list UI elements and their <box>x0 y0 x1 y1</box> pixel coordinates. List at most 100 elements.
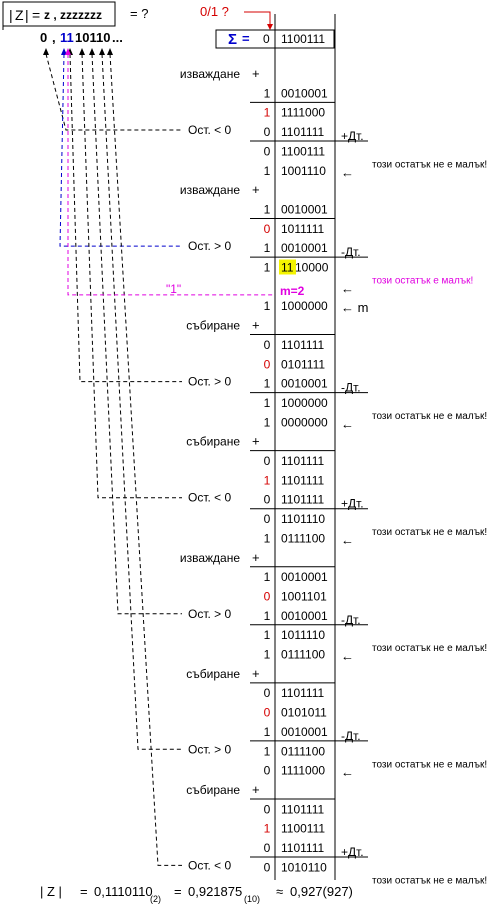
divisor-note: -Дт. <box>341 729 361 743</box>
operation-label: изваждане <box>180 551 240 565</box>
z-bar-left: | <box>9 7 13 23</box>
row-sign: 1 <box>264 570 271 584</box>
shift-arrow: ← <box>341 281 354 296</box>
divisor-note: -Дт. <box>341 613 361 627</box>
row-sign: 0 <box>264 841 271 855</box>
remainder-comment: този остатък не е малък! <box>372 527 487 538</box>
row-value: 0010001 <box>281 86 328 100</box>
link-arrowhead <box>43 48 49 55</box>
flag-arrow <box>244 11 271 26</box>
operation-label: изваждане <box>180 67 240 81</box>
row-sign: 0 <box>264 764 271 778</box>
row-value: 1101110 <box>281 512 325 526</box>
row-sign: 0 <box>264 706 271 720</box>
operation-plus: + <box>252 782 260 797</box>
link-arrowhead <box>107 48 113 55</box>
m-link <box>67 54 275 296</box>
row-value: 1001110 <box>281 164 326 178</box>
row-sign: 1 <box>264 725 271 739</box>
operation-label: събиране <box>186 667 240 681</box>
remainder-link <box>59 53 182 247</box>
remainder-label: Ост. > 0 <box>188 607 232 621</box>
flag-arrowhead <box>267 24 273 30</box>
row-value: 1011111 <box>281 222 324 236</box>
shift-arrow: ← m <box>341 300 368 315</box>
remainder-comment: този остатък не е малък! <box>372 159 487 170</box>
shift-arrow: ← <box>341 416 354 431</box>
operation-label: събиране <box>186 783 240 797</box>
row-value: 1001101 <box>281 589 327 603</box>
row-value: 1100111 <box>281 144 325 158</box>
z-box <box>2 1 116 27</box>
row-sign: 1 <box>264 609 271 623</box>
operation-plus: + <box>252 318 260 333</box>
row-value: 0111100 <box>281 648 325 662</box>
operation-plus: + <box>252 550 260 565</box>
row-sign: 1 <box>264 241 271 255</box>
row-sign: 1 <box>264 648 271 662</box>
footer-decimal-sub: (10) <box>244 894 260 904</box>
remainder-label: Ост. > 0 <box>188 375 232 389</box>
sigma-symbol: Σ <box>228 31 237 48</box>
row-sign: 1 <box>264 86 271 100</box>
shift-arrow: ← <box>341 649 354 664</box>
row-value: 1100111 <box>281 822 325 836</box>
operation-plus: + <box>252 66 260 81</box>
link-arrowhead <box>99 48 105 55</box>
row-value: 1010110 <box>281 860 327 874</box>
row-value: 1101111 <box>281 841 324 855</box>
row-value: 0010001 <box>281 725 328 739</box>
row-sign: 0 <box>264 454 271 468</box>
remainder-label: Ост. > 0 <box>188 239 232 253</box>
row-sign: 1 <box>264 261 271 275</box>
m-label: m=2 <box>280 284 305 298</box>
row-sign: 1 <box>264 415 271 429</box>
row-sign: 0 <box>264 802 271 816</box>
row-value: 0111100 <box>281 531 325 545</box>
row-sign: 0 <box>264 144 271 158</box>
text-layer: | Z | = z , zzzzzzz = ? 0/1 ? Σ = 0 1100… <box>9 4 353 904</box>
remainder-link <box>109 53 182 866</box>
operation-label: изваждане <box>180 183 240 197</box>
row-sign: 1 <box>264 473 271 487</box>
divisor-note: -Дт. <box>341 381 361 395</box>
footer-lhs: | Z | <box>40 884 62 899</box>
row-sign: 0 <box>264 512 271 526</box>
remainder-link <box>69 53 182 383</box>
shift-arrow: ← <box>341 532 354 547</box>
row-value: 0101111 <box>281 357 325 371</box>
z-equals: = <box>32 7 40 23</box>
row-value: 1000000 <box>281 299 328 313</box>
quote-one: "1" <box>166 282 181 296</box>
row-sign: 1 <box>264 744 271 758</box>
footer-binary: 0,1110110 <box>94 884 153 899</box>
remainder-label: Ост. < 0 <box>188 491 232 505</box>
row-value: 1101111 <box>281 338 324 352</box>
row-value: 0010001 <box>281 377 328 391</box>
link-arrowhead <box>61 48 67 55</box>
row-sign: 1 <box>264 628 271 642</box>
remainder-comment: този остатък не е малък! <box>372 643 487 654</box>
footer-decimal: 0,921875 <box>188 884 242 899</box>
link-arrowhead <box>89 48 95 55</box>
row-sign: 1 <box>264 106 271 120</box>
row-sign: 1 <box>264 822 271 836</box>
row-value: 1101111 <box>281 802 324 816</box>
sigma-equals: = <box>242 31 250 46</box>
result-blue-digits: 11 <box>60 30 74 45</box>
row-value: 0111100 <box>281 744 325 758</box>
row-sign: 0 <box>264 686 271 700</box>
row-value: 0000000 <box>281 415 328 429</box>
row-sign: 1 <box>264 299 271 313</box>
shift-arrow: ← <box>341 765 354 780</box>
z-bar-right: | <box>25 7 29 23</box>
row-sign: 0 <box>264 125 271 139</box>
footer-eq2: = <box>174 884 182 899</box>
link-arrowhead <box>79 48 85 55</box>
divisor-note: +Дт. <box>341 845 364 859</box>
row-sign: 0 <box>264 493 271 507</box>
row-value: 1111000 <box>281 106 325 120</box>
